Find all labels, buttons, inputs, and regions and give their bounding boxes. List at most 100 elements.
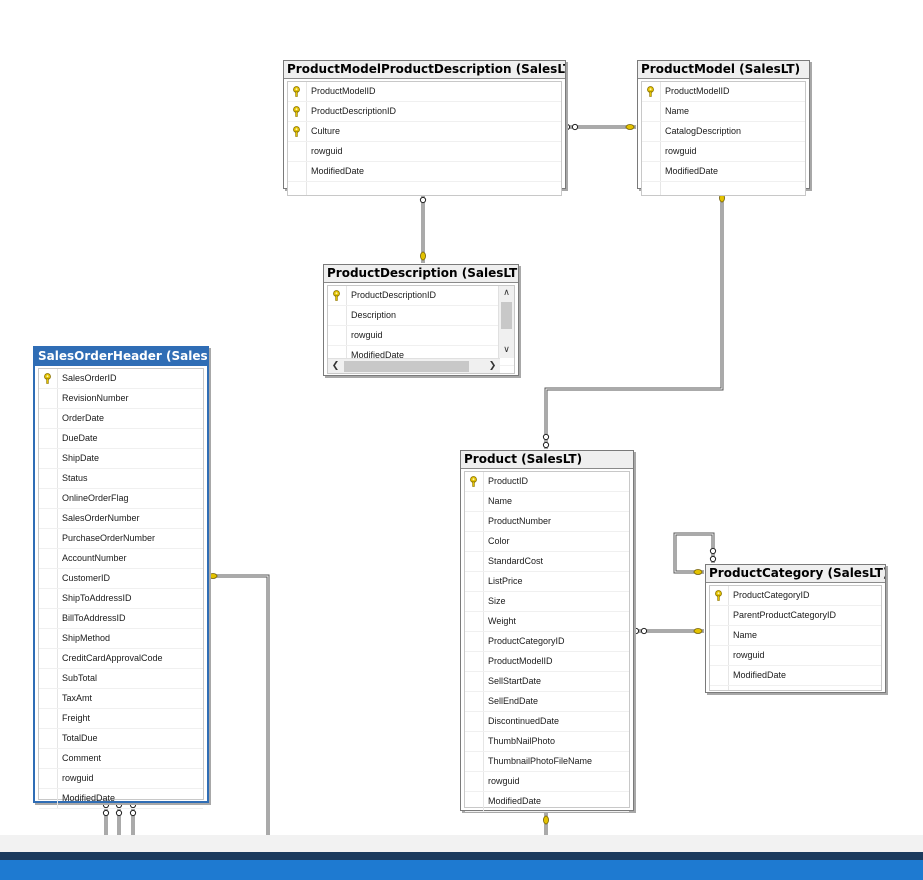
column-row[interactable]: Name — [710, 626, 881, 646]
column-row[interactable]: ThumbnailPhotoFileName — [465, 752, 629, 772]
column-row[interactable]: SalesOrderNumber — [39, 509, 203, 529]
column-row[interactable]: AccountNumber — [39, 549, 203, 569]
column-row[interactable]: ProductDescriptionID — [328, 286, 514, 306]
scroll-up-icon[interactable]: ∧ — [503, 288, 510, 298]
column-name: StandardCost — [488, 556, 544, 566]
column-row[interactable]: StandardCost — [465, 552, 629, 572]
row-selector — [710, 626, 729, 645]
column-row[interactable]: ProductDescriptionID — [288, 102, 561, 122]
column-name: CreditCardApprovalCode — [62, 653, 163, 663]
column-row[interactable]: rowguid — [39, 769, 203, 789]
table-productmodelproductdescription[interactable]: ProductModelProductDescription (SalesLT)… — [283, 60, 566, 196]
column-row[interactable]: PurchaseOrderNumber — [39, 529, 203, 549]
column-row[interactable]: RevisionNumber — [39, 389, 203, 409]
column-row[interactable]: ProductID — [465, 472, 629, 492]
relationship-line — [205, 574, 270, 835]
column-row[interactable]: ParentProductCategoryID — [710, 606, 881, 626]
column-name: ProductCategoryID — [733, 590, 810, 600]
column-name: ProductID — [488, 476, 529, 486]
row-selector — [465, 612, 484, 631]
column-row[interactable]: ModifiedDate — [39, 789, 203, 809]
vertical-scrollbar[interactable]: ∧∨ — [498, 286, 514, 358]
column-row[interactable]: ModifiedDate — [288, 162, 561, 182]
row-selector — [288, 162, 307, 181]
column-name: ProductModelID — [665, 86, 730, 96]
column-row[interactable]: ModifiedDate — [465, 792, 629, 812]
column-row[interactable]: ProductModelID — [288, 82, 561, 102]
column-row[interactable]: ProductModelID — [642, 82, 805, 102]
column-row[interactable]: rowguid — [288, 142, 561, 162]
column-row[interactable]: Weight — [465, 612, 629, 632]
column-row[interactable]: SellEndDate — [465, 692, 629, 712]
column-row[interactable]: Name — [642, 102, 805, 122]
column-row[interactable]: DueDate — [39, 429, 203, 449]
column-row[interactable]: CreditCardApprovalCode — [39, 649, 203, 669]
column-row[interactable]: ModifiedDate — [710, 666, 881, 686]
column-row[interactable]: ProductCategoryID — [465, 632, 629, 652]
row-selector — [39, 769, 58, 788]
column-name: ShipDate — [62, 453, 100, 463]
column-row[interactable]: ListPrice — [465, 572, 629, 592]
scroll-thumb[interactable] — [344, 361, 469, 372]
column-row[interactable]: OrderDate — [39, 409, 203, 429]
row-selector — [465, 672, 484, 691]
column-row[interactable]: ThumbNailPhoto — [465, 732, 629, 752]
column-row[interactable]: rowguid — [642, 142, 805, 162]
column-row[interactable]: ShipDate — [39, 449, 203, 469]
table-productdescription[interactable]: ProductDescription (SalesLT) ProductDesc… — [323, 264, 519, 376]
column-row[interactable]: ProductCategoryID — [710, 586, 881, 606]
column-row[interactable]: Comment — [39, 749, 203, 769]
column-name: ThumbNailPhoto — [488, 736, 556, 746]
column-row[interactable]: TotalDue — [39, 729, 203, 749]
column-name: TaxAmt — [62, 693, 93, 703]
column-row[interactable]: ShipToAddressID — [39, 589, 203, 609]
column-row[interactable]: Color — [465, 532, 629, 552]
column-row[interactable]: Description — [328, 306, 514, 326]
horizontal-scrollbar[interactable]: ❮❯ — [328, 358, 500, 373]
table-title[interactable]: ProductDescription (SalesLT) — [324, 265, 518, 283]
table-productcategory[interactable]: ProductCategory (SalesLT) ProductCategor… — [705, 564, 886, 693]
column-row[interactable]: ProductNumber — [465, 512, 629, 532]
column-name: ProductCategoryID — [488, 636, 565, 646]
column-row[interactable]: SellStartDate — [465, 672, 629, 692]
scroll-down-icon[interactable]: ∨ — [503, 345, 510, 355]
column-row[interactable]: TaxAmt — [39, 689, 203, 709]
column-row[interactable]: Name — [465, 492, 629, 512]
column-row[interactable]: BillToAddressID — [39, 609, 203, 629]
primary-key-icon — [328, 286, 347, 305]
scroll-right-icon[interactable]: ❯ — [488, 361, 497, 371]
column-row[interactable]: SalesOrderID — [39, 369, 203, 389]
table-productmodel[interactable]: ProductModel (SalesLT) ProductModelID Nam… — [637, 60, 810, 196]
table-title[interactable]: ProductModel (SalesLT) — [638, 61, 809, 79]
scroll-left-icon[interactable]: ❮ — [331, 361, 340, 371]
column-row[interactable]: Culture — [288, 122, 561, 142]
column-row[interactable]: ShipMethod — [39, 629, 203, 649]
diagram-canvas[interactable]: ProductModelProductDescription (SalesLT)… — [0, 0, 923, 835]
column-row[interactable]: Size — [465, 592, 629, 612]
table-title[interactable]: ProductModelProductDescription (SalesLT) — [284, 61, 565, 79]
column-row[interactable]: CatalogDescription — [642, 122, 805, 142]
table-title[interactable]: ProductCategory (SalesLT) — [706, 565, 885, 583]
column-row[interactable]: Status — [39, 469, 203, 489]
column-name: AccountNumber — [62, 553, 127, 563]
column-row[interactable]: DiscontinuedDate — [465, 712, 629, 732]
row-selector — [465, 492, 484, 511]
column-row[interactable]: rowguid — [328, 326, 514, 346]
table-title[interactable]: SalesOrderHeader (SalesLT) — [35, 348, 207, 366]
column-row[interactable]: SubTotal — [39, 669, 203, 689]
scroll-thumb[interactable] — [501, 302, 512, 329]
column-row[interactable]: Freight — [39, 709, 203, 729]
column-row[interactable]: OnlineOrderFlag — [39, 489, 203, 509]
column-row[interactable]: rowguid — [465, 772, 629, 792]
table-title[interactable]: Product (SalesLT) — [461, 451, 633, 469]
column-name: rowguid — [488, 776, 520, 786]
column-row[interactable]: CustomerID — [39, 569, 203, 589]
column-row[interactable]: ModifiedDate — [642, 162, 805, 182]
column-row[interactable]: ProductModelID — [465, 652, 629, 672]
column-row[interactable]: rowguid — [710, 646, 881, 666]
table-salesorderheader[interactable]: SalesOrderHeader (SalesLT) SalesOrderIDR… — [33, 346, 209, 809]
